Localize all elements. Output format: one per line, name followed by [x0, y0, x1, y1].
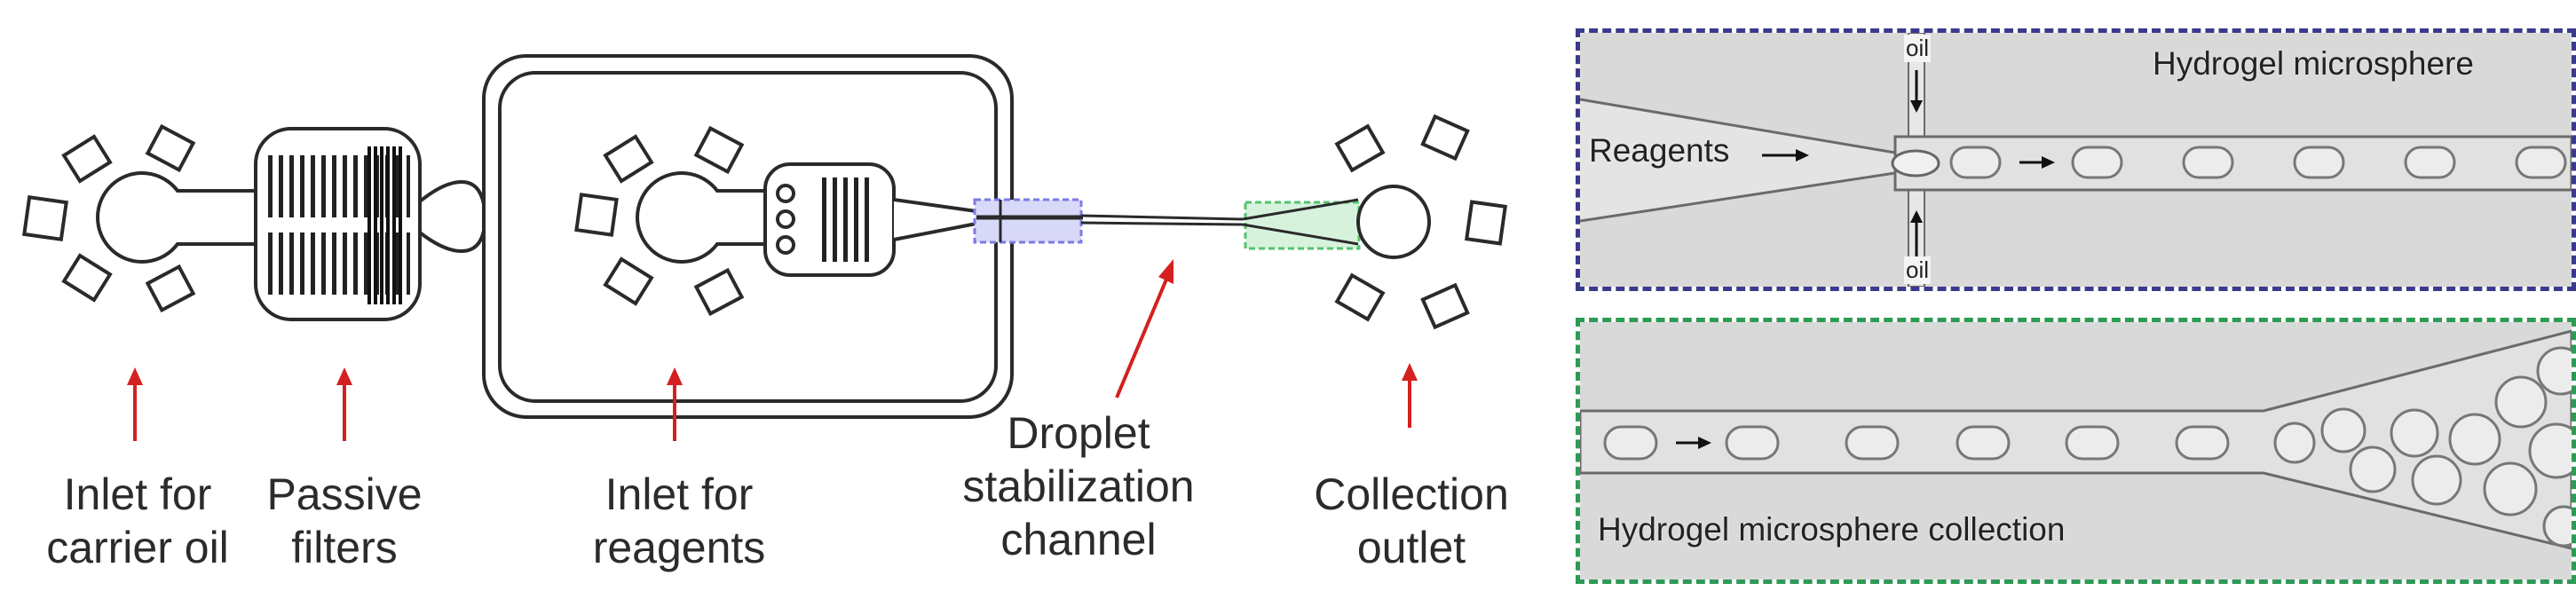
arrow-inlet-oil: [127, 367, 143, 441]
label-line: outlet: [1356, 523, 1466, 572]
oil-label-top: oil: [1904, 35, 1932, 62]
arrow-stabilization: [1115, 259, 1173, 398]
arrow-filters: [336, 367, 352, 441]
label-line: Passive: [266, 469, 423, 519]
arrow-collection: [1402, 363, 1418, 428]
collection-outlet: [1334, 114, 1507, 330]
reagent-inlet: [574, 125, 978, 317]
droplet-generator-box: [973, 198, 1083, 244]
stabilization-channel: [1080, 214, 1244, 226]
micrograph-collection: Hydrogel microsphere collection: [1576, 318, 2576, 584]
label-line: Inlet for: [63, 469, 212, 519]
droplets-top: [1949, 146, 2567, 179]
reagents-label: Reagents: [1589, 132, 1730, 169]
label-line: stabilization: [962, 461, 1195, 511]
label-line: Inlet for: [604, 469, 754, 519]
micrograph-generation: Reagents oil oil Hydrogel microsphere: [1576, 28, 2576, 291]
micrograph-collection-image: [1580, 322, 2572, 579]
filter-connector: [418, 179, 486, 254]
label-collection-outlet: Collection outlet: [1292, 468, 1531, 574]
arrow-inlet-reagents: [667, 367, 683, 441]
label-line: filters: [291, 523, 398, 572]
label-passive-filters: Passive filters: [256, 468, 433, 574]
droplets-bottom: [1603, 346, 2572, 548]
label-line: channel: [1000, 515, 1157, 564]
carrier-oil-inlet: [22, 123, 257, 313]
label-inlet-reagents: Inlet for reagents: [577, 468, 781, 574]
chip-schematic: [22, 54, 1507, 441]
label-line: Collection: [1314, 469, 1509, 519]
label-line: Droplet: [1007, 408, 1150, 458]
hydrogel-microsphere-title: Hydrogel microsphere: [2153, 45, 2474, 82]
oil-label-bottom: oil: [1904, 256, 1932, 284]
label-stabilization-channel: Droplet stabilization channel: [954, 406, 1203, 566]
label-line: reagents: [592, 523, 766, 572]
label-line: carrier oil: [46, 523, 229, 572]
passive-filter: [254, 127, 422, 321]
flow-arrow-bottom: [1676, 437, 1711, 449]
micrograph-generation-image: [1580, 33, 2572, 287]
collection-caption: Hydrogel microsphere collection: [1598, 511, 2066, 548]
flow-arrows-top: [1762, 70, 2055, 256]
label-inlet-oil: Inlet for carrier oil: [27, 468, 249, 574]
